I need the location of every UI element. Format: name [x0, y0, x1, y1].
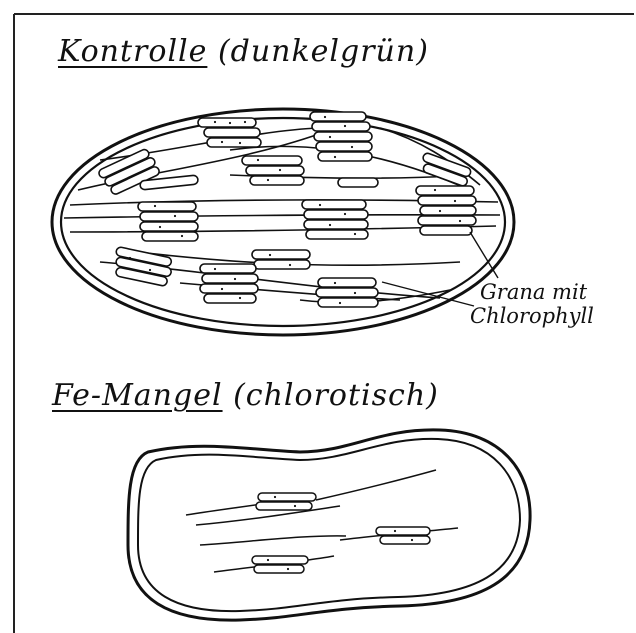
fe-heading: Fe-Mangel (chlorotisch): [52, 378, 439, 413]
fe-heading-paren: (chlorotisch): [233, 378, 439, 413]
granum: [310, 112, 372, 161]
fe-heading-main: Fe-Mangel: [52, 378, 223, 413]
granum: [252, 250, 310, 269]
granum: [252, 556, 308, 573]
fe-grana: [252, 493, 430, 573]
fe-envelope-inner: [138, 439, 520, 611]
granum: [242, 156, 304, 185]
granum: [256, 493, 316, 510]
granum: [416, 186, 476, 235]
granum: [200, 264, 258, 303]
grana-annotation: Grana mit Chlorophyll: [470, 280, 594, 328]
control-chloroplast: [52, 109, 514, 335]
granum: [316, 278, 378, 307]
grana-annotation-line2: Chlorophyll: [470, 304, 594, 328]
granum: [111, 246, 174, 286]
granum: [418, 152, 471, 187]
control-heading: Kontrolle (dunkelgrün): [58, 34, 429, 69]
granum: [302, 200, 368, 239]
control-grana: [98, 112, 476, 307]
fe-deficient-chloroplast: [128, 430, 530, 620]
granum: [376, 527, 430, 544]
control-heading-main: Kontrolle: [58, 34, 207, 69]
control-heading-paren: (dunkelgrün): [218, 34, 429, 69]
grana-annotation-line1: Grana mit: [470, 280, 594, 304]
granum: [98, 147, 161, 197]
fe-stroma-lamellae: [186, 470, 458, 572]
granum: [138, 202, 198, 241]
